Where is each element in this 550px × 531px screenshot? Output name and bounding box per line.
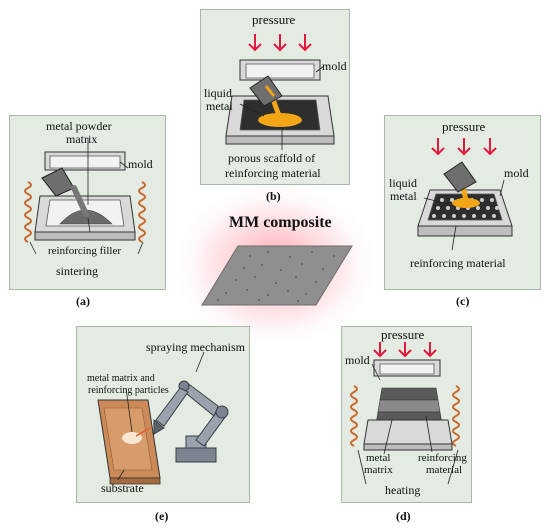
label-metal-d: metal <box>366 452 391 464</box>
robot-arm <box>153 380 229 463</box>
label-matrix-d: matrix <box>364 464 393 476</box>
label-heating: heating <box>385 483 421 497</box>
pressure-arrows-d <box>373 342 437 358</box>
heating-coil-right <box>138 181 146 243</box>
label-mold-d: mold <box>345 353 370 367</box>
label-liquid-b: liquid <box>204 86 233 100</box>
label-metal-powder: metal powder <box>46 119 112 133</box>
label-metal-b: metal <box>206 99 233 113</box>
caption-d: (d) <box>396 509 411 523</box>
pressure-arrows-b <box>248 34 312 52</box>
caption-e: (e) <box>155 509 169 523</box>
composite-title: MM composite <box>229 214 332 231</box>
label-pressure-b: pressure <box>252 12 296 27</box>
heating-coil-left <box>24 181 32 243</box>
caption-c: (c) <box>456 294 470 308</box>
caption-a: (a) <box>76 294 90 308</box>
label-reinforcing-material-b: reinforcing material <box>225 166 321 180</box>
label-reinforcing-d: reinforcing <box>418 452 467 464</box>
label-matrix: matrix <box>66 132 98 146</box>
label-reinforcing-particles: reinforcing particles <box>88 385 169 396</box>
label-pressure-c: pressure <box>442 119 486 134</box>
label-spraying-mechanism: spraying mechanism <box>146 340 245 354</box>
label-pressure-d: pressure <box>381 327 425 342</box>
label-material-d: material <box>426 464 463 476</box>
label-substrate: substrate <box>101 481 144 495</box>
pressure-arrows-c <box>431 138 497 156</box>
label-reinforcing-filler: reinforcing filler <box>48 245 121 257</box>
heating-coil-left-d <box>350 385 358 447</box>
heating-coil-right-d <box>452 385 460 447</box>
caption-b: (b) <box>266 189 281 203</box>
label-porous-scaffold: porous scaffold of <box>228 151 316 165</box>
label-liquid-c: liquid <box>389 176 418 190</box>
label-metal-c: metal <box>390 189 417 203</box>
label-metal-matrix-and: metal matrix and <box>87 373 155 384</box>
label-mold: mold <box>128 157 153 171</box>
label-reinforcing-material-c: reinforcing material <box>410 256 506 270</box>
label-sintering: sintering <box>56 264 98 278</box>
label-mold-b: mold <box>322 59 347 73</box>
label-mold-c: mold <box>504 166 529 180</box>
